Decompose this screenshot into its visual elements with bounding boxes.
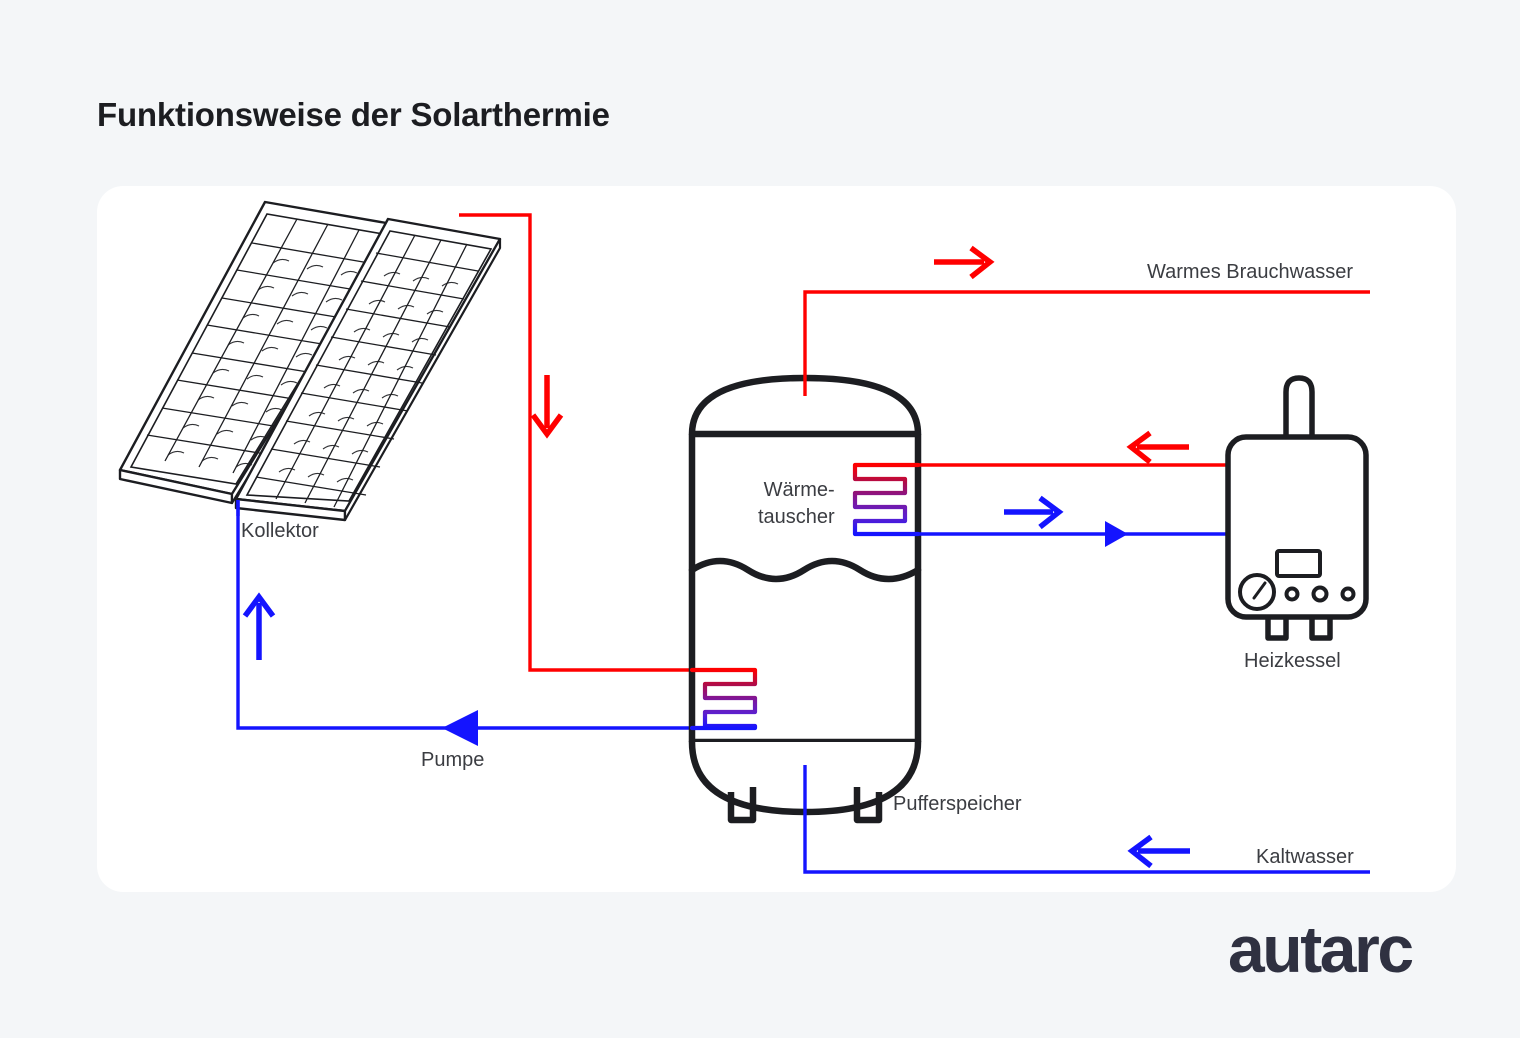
boiler-button-2[interactable] xyxy=(1311,585,1329,603)
solar-collector xyxy=(118,200,502,522)
label-kollektor: Kollektor xyxy=(241,520,319,542)
arrow-solar-ruecklauf xyxy=(242,592,276,660)
pipe-solar-vorlauf xyxy=(459,213,700,672)
arrow-kessel-ruecklauf xyxy=(1004,495,1064,530)
label-warmes-brauchwasser: Warmes Brauchwasser xyxy=(1147,261,1353,283)
pipe-kaltwasser xyxy=(803,765,1370,874)
arrow-kaltwasser xyxy=(1127,834,1190,869)
tank-foot-right xyxy=(853,787,883,824)
boiler-display xyxy=(1275,549,1322,578)
water-level-wave xyxy=(688,557,922,583)
boiler-button-3[interactable] xyxy=(1340,586,1356,602)
arrow-solar-vorlauf xyxy=(530,375,564,439)
heat-exchanger-upper xyxy=(852,462,921,537)
label-heizkessel: Heizkessel xyxy=(1244,650,1341,672)
boiler-button-1[interactable] xyxy=(1284,586,1300,602)
pumpe-arrow xyxy=(442,710,478,746)
tank-foot-left xyxy=(727,787,757,824)
heat-exchanger-lower xyxy=(689,667,758,731)
arrow-warmes-brauchwasser xyxy=(934,245,995,280)
collector-panel-2 xyxy=(234,217,502,522)
autarc-logo: autarc xyxy=(1228,912,1414,986)
flow-marker-kessel-ruecklauf xyxy=(1105,521,1128,547)
pipe-warmes-brauchwasser xyxy=(803,290,1370,396)
buffer-tank xyxy=(688,374,922,824)
arrow-kessel-vorlauf xyxy=(1126,430,1189,465)
heizkessel xyxy=(1225,375,1369,641)
label-waermetauscher-line2: tauscher xyxy=(758,506,835,528)
label-waermetauscher: Wärme- tauscher xyxy=(758,477,835,531)
label-pufferspeicher: Pufferspeicher xyxy=(893,793,1022,815)
label-kaltwasser: Kaltwasser xyxy=(1256,846,1354,868)
pipe-solar-ruecklauf xyxy=(236,500,700,730)
page-title: Funktionsweise der Solarthermie xyxy=(97,96,610,133)
label-waermetauscher-line1: Wärme- xyxy=(763,479,835,501)
label-pumpe: Pumpe xyxy=(421,749,485,771)
